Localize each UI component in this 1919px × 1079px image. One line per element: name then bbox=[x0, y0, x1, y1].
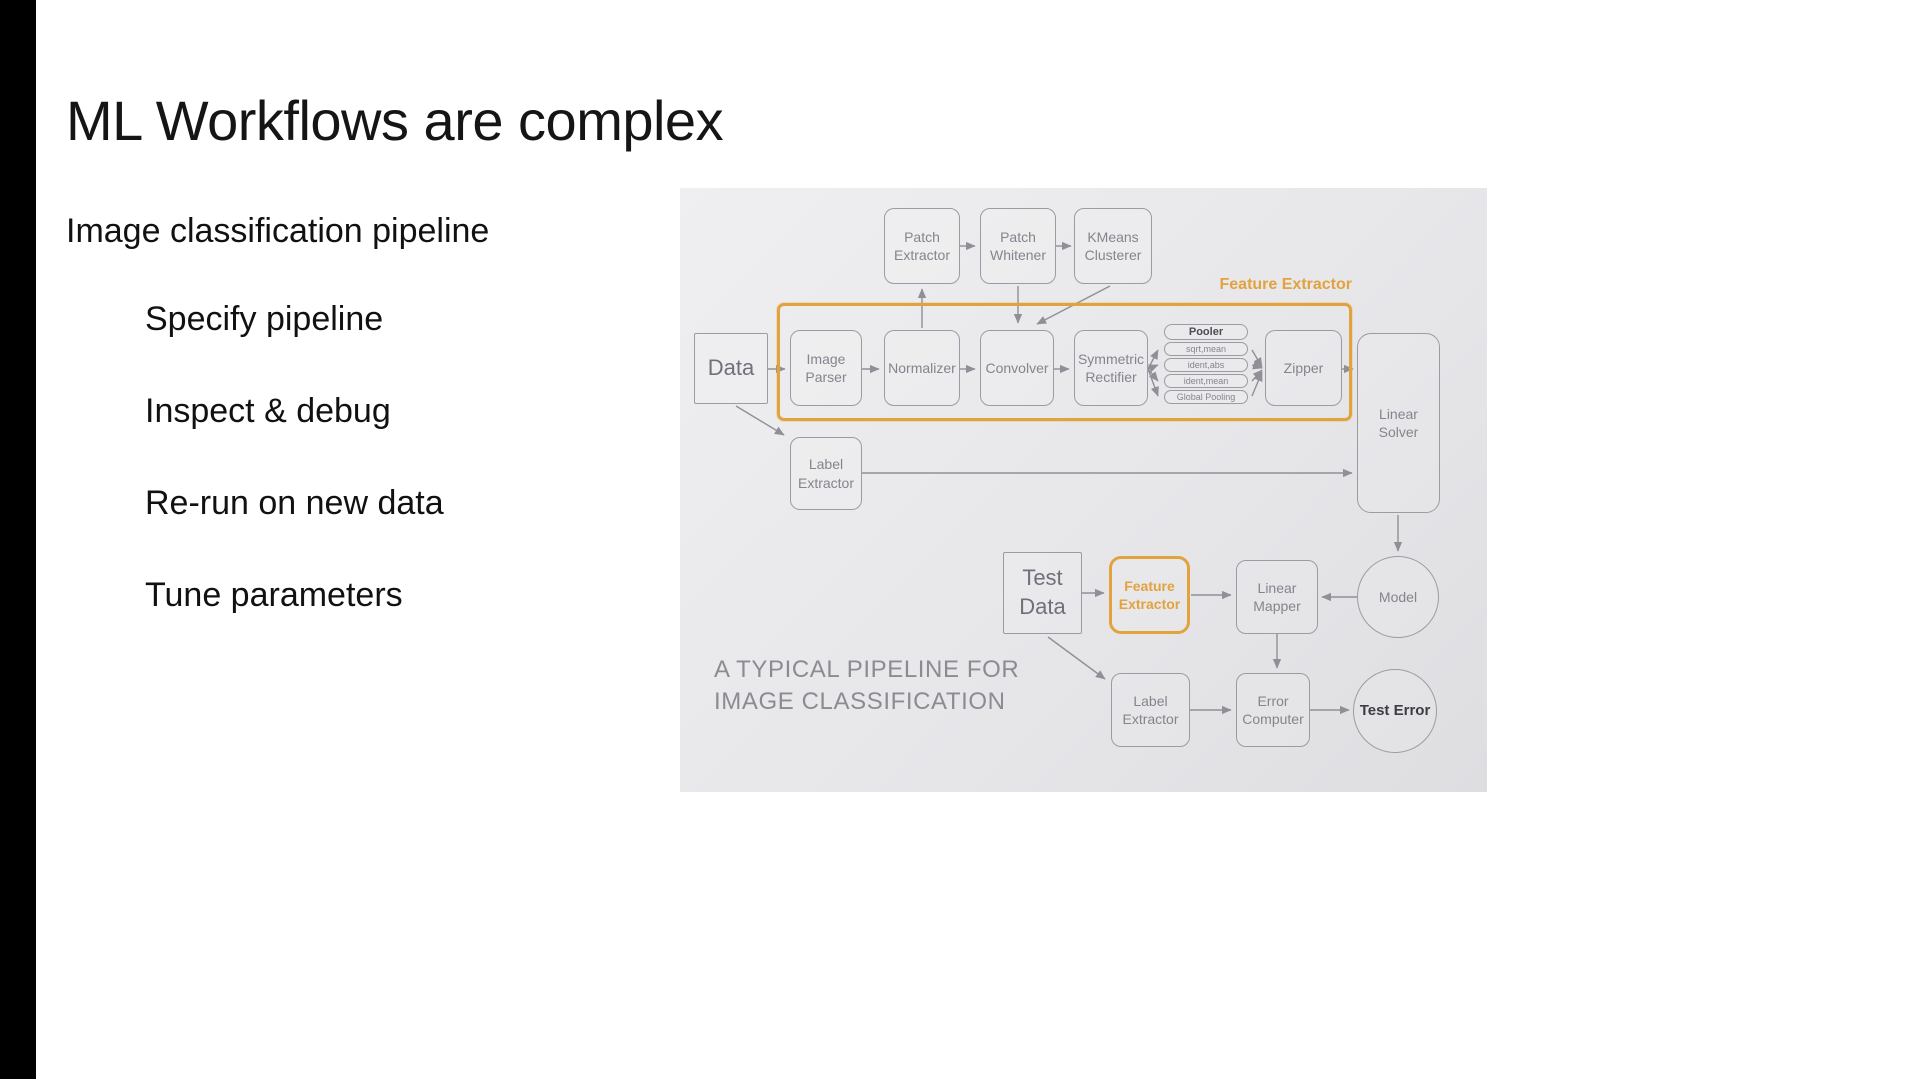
bullet-item: Specify pipeline bbox=[145, 300, 384, 338]
node-zipper: Zipper bbox=[1265, 330, 1342, 406]
subtitle: Image classification pipeline bbox=[66, 212, 490, 250]
node-convolver: Convolver bbox=[980, 330, 1054, 406]
bullet-list: Specify pipeline Inspect & debug Re-run … bbox=[145, 300, 444, 668]
node-model: Model bbox=[1357, 556, 1439, 638]
pooler-option: Global Pooling bbox=[1164, 390, 1248, 404]
node-patch-extractor: Patch Extractor bbox=[884, 208, 960, 284]
node-label-extractor-top: Label Extractor bbox=[790, 437, 862, 510]
diagram-caption-line1: A TYPICAL PIPELINE FOR bbox=[714, 656, 1020, 683]
pooler-option: ident,abs bbox=[1164, 358, 1248, 372]
bullet-item: Inspect & debug bbox=[145, 392, 391, 430]
node-label-extractor-bottom: Label Extractor bbox=[1111, 673, 1190, 747]
node-test-data: Test Data bbox=[1003, 552, 1082, 634]
left-edge-bar bbox=[0, 0, 36, 1079]
feature-extractor-frame bbox=[777, 303, 1352, 421]
node-patch-whitener: Patch Whitener bbox=[980, 208, 1056, 284]
node-normalizer: Normalizer bbox=[884, 330, 960, 406]
node-image-parser: Image Parser bbox=[790, 330, 862, 406]
pooler-group: Pooler sqrt,mean ident,abs ident,mean Gl… bbox=[1160, 324, 1252, 404]
diagram-caption-line2: IMAGE CLASSIFICATION bbox=[714, 688, 1006, 716]
node-symmetric-rectifier: Symmetric Rectifier bbox=[1074, 330, 1148, 406]
node-kmeans-clusterer: KMeans Clusterer bbox=[1074, 208, 1152, 284]
node-error-computer: Error Computer bbox=[1236, 673, 1310, 747]
node-test-error: Test Error bbox=[1353, 669, 1437, 753]
diagram-caption: A TYPICAL PIPELINE FOR IMAGE CLASSIFICAT… bbox=[714, 654, 1019, 719]
pooler-option: ident,mean bbox=[1164, 374, 1248, 388]
pipeline-diagram: Feature Extractor Patch Extractor Patch … bbox=[680, 188, 1487, 792]
feature-extractor-frame-label: Feature Extractor bbox=[1219, 276, 1353, 293]
bullet-item: Tune parameters bbox=[145, 576, 403, 614]
pooler-title: Pooler bbox=[1164, 324, 1248, 340]
pooler-option: sqrt,mean bbox=[1164, 342, 1248, 356]
node-data: Data bbox=[694, 333, 768, 404]
node-feature-extractor: Feature Extractor bbox=[1109, 556, 1190, 634]
page-title: ML Workflows are complex bbox=[66, 89, 724, 152]
bullet-item: Re-run on new data bbox=[145, 484, 444, 522]
node-linear-mapper: Linear Mapper bbox=[1236, 560, 1318, 634]
node-linear-solver: Linear Solver bbox=[1357, 333, 1440, 513]
